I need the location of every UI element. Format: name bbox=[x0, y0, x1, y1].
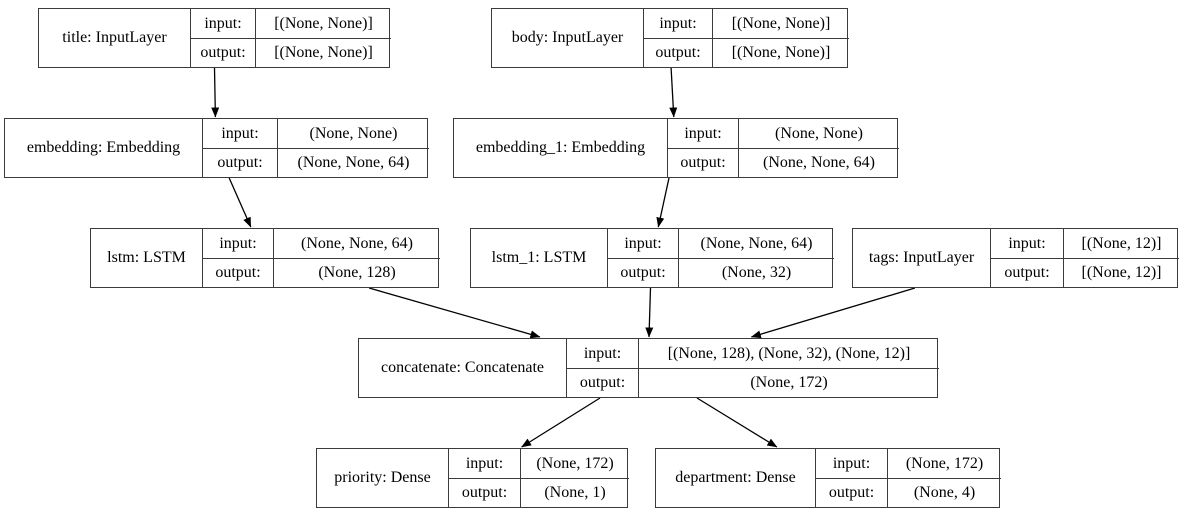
edge-lstm-to-concatenate bbox=[368, 287, 541, 339]
input-shape-value: (None, 172) bbox=[905, 454, 984, 472]
input-label: input: bbox=[203, 119, 278, 148]
output-label: output: bbox=[816, 478, 888, 507]
output-shape-value: (None, 4) bbox=[888, 478, 1001, 507]
input-shape-value: (None, 172) bbox=[536, 454, 614, 472]
layer-name-label: embedding: Embedding bbox=[5, 119, 203, 177]
input-label: input: bbox=[191, 9, 256, 38]
layer-name-label: lstm_1: LSTM bbox=[471, 229, 608, 287]
output-label: output: bbox=[608, 258, 679, 287]
edge-embedding-to-lstm bbox=[228, 177, 252, 228]
layer-name-label: lstm: LSTM bbox=[91, 229, 203, 287]
edge-title-to-embedding bbox=[211, 67, 220, 118]
layer-name-label: tags: InputLayer bbox=[853, 229, 991, 287]
output-shape-value: [(None, None)] bbox=[713, 38, 849, 67]
input-shape-value: [(None, 128), (None, 32), (None, 12)] bbox=[667, 344, 911, 362]
output-shape-value: (None, 172) bbox=[639, 368, 939, 397]
output-shape-value: (None, None, 64) bbox=[278, 148, 429, 177]
output-label: output: bbox=[567, 368, 639, 397]
input-label: input: bbox=[567, 339, 639, 368]
input-shape-value: (None, None) bbox=[775, 124, 863, 142]
output-shape-value: [(None, None)] bbox=[256, 38, 391, 67]
output-shape-value: (None, None, 64) bbox=[739, 148, 899, 177]
input-label: input: bbox=[644, 9, 713, 38]
output-shape-value: (None, 32) bbox=[679, 258, 834, 287]
input-label: input: bbox=[449, 449, 521, 478]
input-label: input: bbox=[991, 229, 1064, 258]
input-label: input: bbox=[203, 229, 274, 258]
output-label: output: bbox=[203, 258, 274, 287]
input-shape-value: (None, None) bbox=[309, 124, 398, 142]
edge-embedding_1-to-lstm_1 bbox=[656, 177, 670, 228]
layer-name-label: department: Dense bbox=[656, 449, 816, 507]
edge-concatenate-to-priority bbox=[521, 397, 601, 448]
output-label: output: bbox=[449, 478, 521, 507]
layer-name-label: concatenate: Concatenate bbox=[359, 339, 567, 397]
input-shape-value: [(None, 12)] bbox=[1081, 234, 1162, 252]
output-shape-value: [(None, 12)] bbox=[1064, 258, 1179, 287]
input-label: input: bbox=[816, 449, 888, 478]
output-label: output: bbox=[203, 148, 278, 177]
edge-concatenate-to-department bbox=[696, 397, 778, 448]
output-label: output: bbox=[191, 38, 256, 67]
input-shape-value: [(None, None)] bbox=[274, 14, 373, 32]
output-label: output: bbox=[668, 148, 739, 177]
output-shape-value: (None, 128) bbox=[274, 258, 440, 287]
layer-name-label: body: InputLayer bbox=[492, 9, 644, 67]
input-shape-value: [(None, None)] bbox=[731, 14, 831, 32]
output-shape-value: (None, 1) bbox=[521, 478, 629, 507]
layer-name-label: embedding_1: Embedding bbox=[454, 119, 668, 177]
edge-lstm_1-to-concatenate bbox=[645, 287, 654, 338]
layer-name-label: priority: Dense bbox=[317, 449, 449, 507]
input-shape-value: (None, None, 64) bbox=[301, 234, 413, 252]
input-label: input: bbox=[668, 119, 739, 148]
edge-tags-to-concatenate bbox=[750, 287, 916, 339]
output-label: output: bbox=[991, 258, 1064, 287]
edge-body-to-embedding_1 bbox=[669, 67, 678, 118]
input-shape-value: (None, None, 64) bbox=[700, 234, 813, 252]
layer-name-label: title: InputLayer bbox=[39, 9, 191, 67]
input-label: input: bbox=[608, 229, 679, 258]
output-label: output: bbox=[644, 38, 713, 67]
